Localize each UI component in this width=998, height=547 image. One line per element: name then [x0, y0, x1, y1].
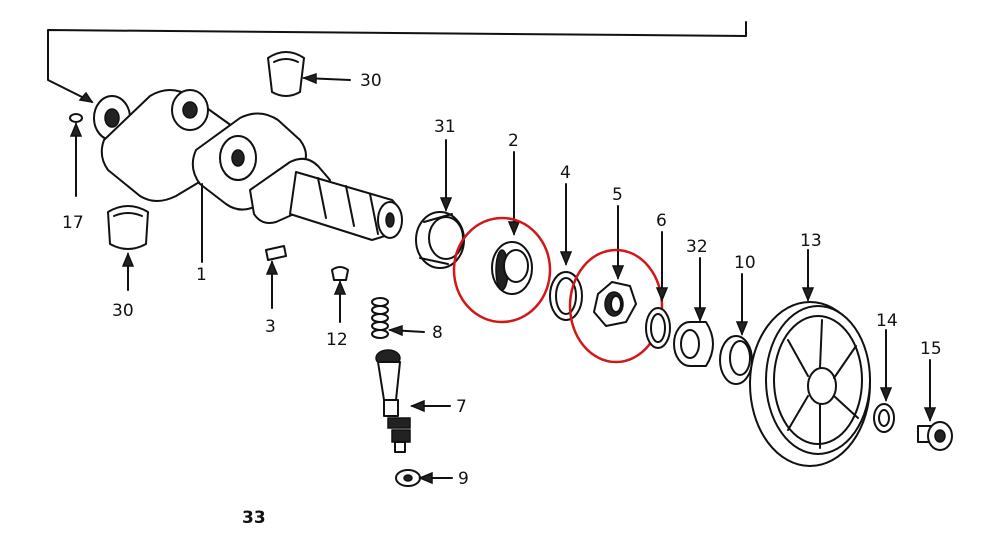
label-part-14: 14: [876, 311, 898, 331]
part-10-seal: [719, 273, 753, 385]
label-part-1: 1: [196, 265, 207, 285]
page-number: 33: [242, 508, 266, 528]
highlight-circle-part-5: [568, 248, 664, 364]
highlight-circle-part-2: [452, 216, 552, 324]
part-7-plunger: [375, 349, 451, 453]
label-part-15: 15: [920, 339, 942, 359]
label-part-6: 6: [656, 211, 667, 231]
part-5-nut: [593, 205, 637, 327]
label-part-30-bottom: 30: [112, 301, 134, 321]
label-part-7: 7: [456, 397, 467, 417]
label-part-3: 3: [265, 317, 276, 337]
assembly-bracket-line: [47, 21, 747, 103]
part-12-key: [331, 266, 349, 323]
label-part-12: 12: [326, 330, 348, 350]
label-part-32: 32: [686, 237, 708, 257]
label-part-17: 17: [62, 213, 84, 233]
part-4-ring: [549, 183, 583, 321]
label-part-31: 31: [434, 117, 456, 137]
part-32-spacer: [673, 257, 714, 367]
part-2-gear: [491, 151, 533, 295]
part-8-spring: [371, 297, 425, 339]
label-part-10: 10: [734, 253, 756, 273]
label-part-5: 5: [612, 185, 623, 205]
part-30-lower-bearing-shell: [107, 205, 149, 291]
part-30-upper-bearing-shell: [267, 51, 351, 97]
label-part-2: 2: [508, 131, 519, 151]
part-9-washer: [395, 469, 453, 487]
part-15-bolt: [917, 359, 953, 451]
part-17-pin: [69, 113, 83, 197]
label-part-30-top: 30: [360, 71, 382, 91]
part-13-pulley: [749, 249, 871, 467]
part-6-ring: [645, 231, 671, 349]
crankshaft: [93, 89, 403, 241]
part-14-washer: [873, 329, 895, 433]
label-part-8: 8: [432, 323, 443, 343]
part-31-bearing: [415, 139, 465, 269]
label-part-9: 9: [458, 469, 469, 489]
part-3-key: [265, 245, 287, 309]
bracket-arrowhead: [78, 91, 94, 104]
label-part-13: 13: [800, 231, 822, 251]
label-part-4: 4: [560, 163, 571, 183]
